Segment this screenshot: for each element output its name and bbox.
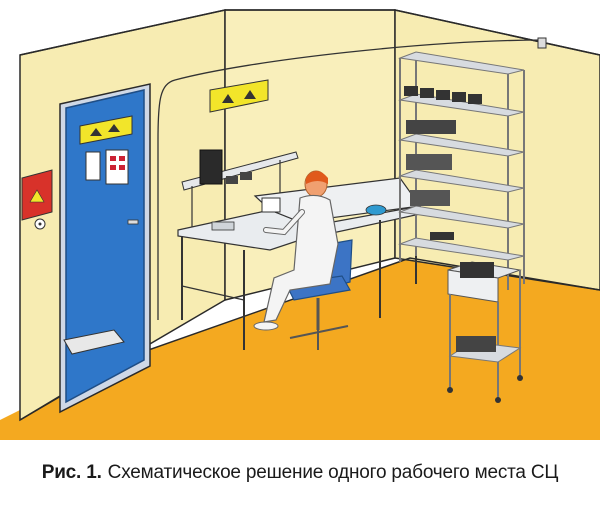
esd-warning-sign <box>79 115 133 145</box>
shelving-unit <box>398 51 525 290</box>
door-notice <box>85 151 101 181</box>
figure-caption: Рис. 1. Схематическое решение одного раб… <box>0 440 600 506</box>
esd-warning-sign-wall <box>209 79 269 113</box>
monitor <box>199 149 223 185</box>
caption-label: Рис. 1. <box>41 462 102 483</box>
workplace-illustration <box>0 9 600 440</box>
caption-text: Схематическое решение одного рабочего ме… <box>107 462 559 483</box>
trolley <box>447 261 523 403</box>
door-mat <box>63 329 125 355</box>
